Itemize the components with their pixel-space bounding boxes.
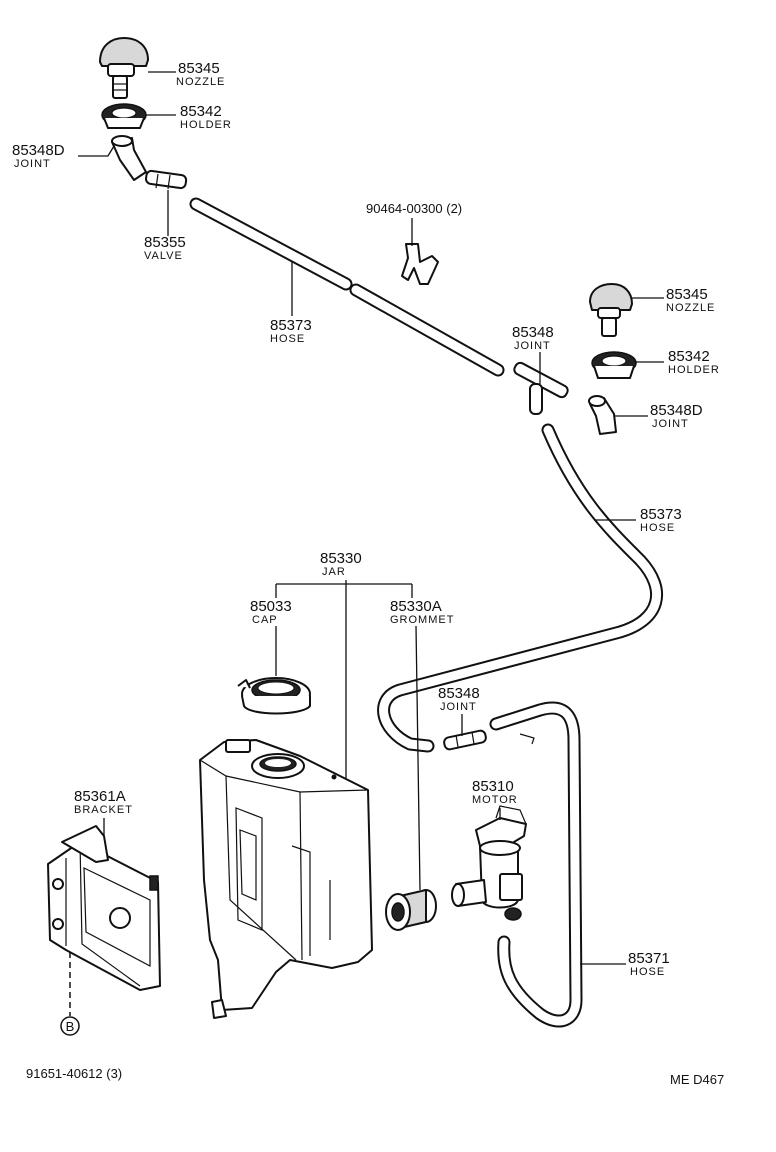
part-number: 85342 [180, 103, 222, 120]
bolt-symbol: B [66, 1019, 75, 1034]
part-number: 90464-00300 (2) [366, 201, 462, 216]
label-bracket: 85361A BRACKET [74, 788, 133, 816]
label-motor: 85310 MOTOR [472, 778, 518, 806]
holder-left-part [101, 103, 147, 129]
label-nozzle-left: 85345 NOZZLE [176, 60, 225, 88]
part-name: HOSE [640, 522, 675, 534]
part-name: CAP [252, 614, 278, 626]
part-number: 85345 [666, 286, 708, 303]
label-hose-lower: 85371 HOSE [628, 950, 670, 978]
grommet-part [385, 889, 437, 931]
label-joint-lower: 85348 JOINT [438, 685, 480, 713]
part-number: 85361A [74, 788, 126, 805]
part-name: JOINT [514, 340, 551, 352]
clip-part [401, 243, 439, 285]
part-number: 85330A [390, 598, 442, 615]
label-joint-right: 85348D JOINT [650, 402, 703, 430]
label-bolt: 91651-40612 (3) [26, 1066, 122, 1081]
part-name: GROMMET [390, 614, 454, 626]
cap-part [237, 677, 311, 715]
label-joint-t: 85348 JOINT [512, 324, 554, 352]
part-number: 85345 [178, 60, 220, 77]
part-name: JOINT [652, 418, 689, 430]
bolt-part: B [60, 952, 80, 1036]
part-name: HOSE [630, 966, 665, 978]
part-number: 85373 [270, 317, 312, 334]
part-number: 85355 [144, 234, 186, 251]
holder-right-part [591, 351, 637, 379]
part-name: VALVE [144, 250, 183, 262]
part-name: JOINT [440, 701, 477, 713]
part-name: NOZZLE [666, 302, 715, 314]
hose-lower-part [489, 701, 583, 1028]
part-number: 85348D [12, 142, 65, 159]
label-holder-right: 85342 HOLDER [668, 348, 720, 376]
part-number: 85348 [512, 324, 554, 341]
part-name: HOLDER [668, 364, 720, 376]
label-jar: 85330 JAR [320, 550, 362, 578]
part-name: HOLDER [180, 119, 232, 131]
label-hose-right: 85373 HOSE [640, 506, 682, 534]
label-cap: 85033 CAP [250, 598, 292, 626]
part-number: 85373 [640, 506, 682, 523]
part-name: NOZZLE [176, 76, 225, 88]
diagram-code: ME D467 [670, 1072, 724, 1087]
hose-right-part [377, 423, 663, 753]
joint-lower-part [443, 729, 487, 751]
label-hose-upper: 85373 HOSE [270, 317, 312, 345]
hose-upper-part [189, 197, 505, 377]
part-name: MOTOR [472, 794, 518, 806]
nozzle-right-part [589, 283, 633, 337]
label-valve: 85355 VALVE [144, 234, 186, 262]
leader-lines [78, 71, 664, 965]
part-number: 85342 [668, 348, 710, 365]
part-name: JOINT [14, 158, 51, 170]
part-number: 85310 [472, 778, 514, 795]
label-clip: 90464-00300 (2) [366, 201, 462, 216]
motor-part [451, 805, 527, 921]
part-number: 85348D [650, 402, 703, 419]
valve-part [145, 169, 188, 190]
part-name: HOSE [270, 333, 305, 345]
part-number: 85371 [628, 950, 670, 967]
nozzle-left-part [99, 37, 149, 99]
bracket-part [47, 825, 161, 991]
part-number: 85033 [250, 598, 292, 615]
label-nozzle-right: 85345 NOZZLE [666, 286, 715, 314]
part-number: 85330 [320, 550, 362, 567]
joint-right-part [588, 395, 617, 435]
jar-part [199, 739, 373, 1019]
label-joint-left: 85348D JOINT [12, 142, 65, 170]
label-holder-left: 85342 HOLDER [180, 103, 232, 131]
part-number: 85348 [438, 685, 480, 702]
joint-left-part [111, 135, 147, 181]
joint-t-part [513, 361, 569, 415]
part-name: JAR [322, 566, 346, 578]
part-number: 91651-40612 (3) [26, 1066, 122, 1081]
label-grommet: 85330A GROMMET [390, 598, 454, 626]
part-name: BRACKET [74, 804, 133, 816]
